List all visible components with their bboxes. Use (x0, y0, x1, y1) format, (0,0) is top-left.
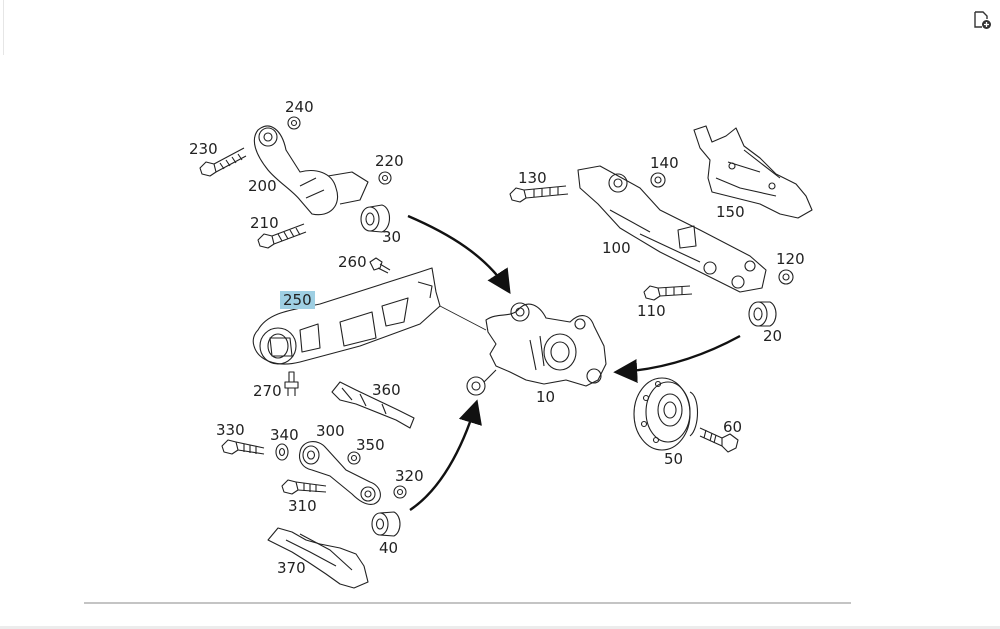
callout-30[interactable]: 30 (382, 228, 402, 246)
callout-260[interactable]: 260 (338, 253, 367, 271)
callout-100[interactable]: 100 (602, 239, 631, 257)
callout-110[interactable]: 110 (637, 302, 666, 320)
callout-120[interactable]: 120 (776, 250, 805, 268)
part-140-nut (650, 172, 666, 188)
callout-40[interactable]: 40 (379, 539, 399, 557)
callout-220[interactable]: 220 (375, 152, 404, 170)
callout-370[interactable]: 370 (277, 559, 306, 577)
arrow-upper-to-carrier (407, 214, 511, 295)
callout-10[interactable]: 10 (536, 388, 556, 406)
callout-300[interactable]: 300 (316, 422, 345, 440)
part-340-washer (275, 443, 289, 461)
part-270-bolt (284, 371, 299, 396)
part-10-wheel-carrier (466, 302, 607, 396)
callout-140[interactable]: 140 (650, 154, 679, 172)
part-370-guard (267, 527, 369, 589)
part-50-wheel-hub (633, 377, 699, 451)
callout-210[interactable]: 210 (250, 214, 279, 232)
part-320-nut (393, 485, 407, 499)
part-350-nut (347, 451, 361, 465)
callout-320[interactable]: 320 (395, 467, 424, 485)
callout-240[interactable]: 240 (285, 98, 314, 116)
part-30-bushing (360, 204, 391, 233)
callout-50[interactable]: 50 (664, 450, 684, 468)
part-330-bolt (221, 439, 265, 455)
bottom-scroll-track (0, 626, 1000, 629)
part-250-spring-link (252, 267, 441, 365)
part-40-bushing (371, 511, 401, 537)
part-200-upper-arm (253, 125, 369, 216)
callout-200[interactable]: 200 (248, 177, 277, 195)
export-page-icon[interactable] (971, 9, 993, 31)
callout-150[interactable]: 150 (716, 203, 745, 221)
part-210-bolt (257, 223, 307, 249)
part-230-bolt (199, 147, 247, 177)
callout-340[interactable]: 340 (270, 426, 299, 444)
arrow-lower-to-carrier (409, 399, 482, 511)
part-260-bolt (369, 257, 391, 274)
callout-60[interactable]: 60 (723, 418, 743, 436)
part-220-nut (378, 171, 392, 185)
callout-360[interactable]: 360 (372, 381, 401, 399)
part-360-bracket (331, 381, 415, 429)
callout-130[interactable]: 130 (518, 169, 547, 187)
panel-edge (0, 0, 4, 55)
callout-270[interactable]: 270 (253, 382, 282, 400)
part-300-link-arm (298, 441, 381, 505)
leader-line-250 (439, 305, 487, 331)
part-110-bolt (643, 285, 693, 301)
callout-330[interactable]: 330 (216, 421, 245, 439)
part-240-nut (287, 116, 301, 130)
part-20-bushing (748, 301, 777, 327)
part-130-bolt (509, 185, 569, 203)
part-100-trailing-arm (577, 165, 767, 293)
callout-350[interactable]: 350 (356, 436, 385, 454)
part-120-nut (778, 269, 794, 285)
callout-230[interactable]: 230 (189, 140, 218, 158)
callout-250-selected[interactable]: 250 (280, 291, 315, 309)
arrow-bushing-to-carrier (613, 334, 741, 383)
part-150-cover (693, 125, 813, 219)
part-60-bolt (699, 427, 739, 453)
callout-20[interactable]: 20 (763, 327, 783, 345)
callout-310[interactable]: 310 (288, 497, 317, 515)
part-310-bolt (281, 479, 327, 495)
